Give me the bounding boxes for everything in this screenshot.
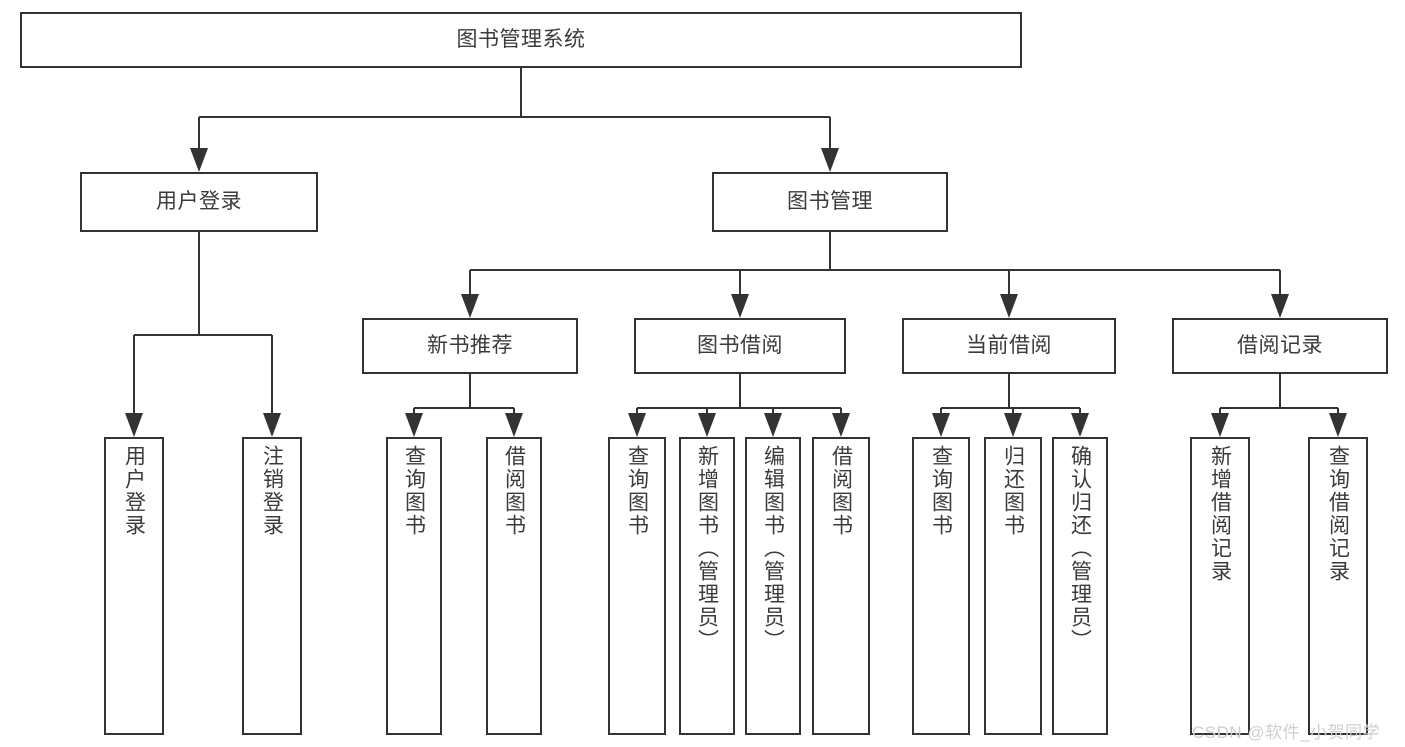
node-label-leaf-query-book-2: 查询图书: [625, 445, 649, 537]
node-new-book-rec[interactable]: 新书推荐: [362, 318, 578, 374]
node-leaf-user-logout[interactable]: 注销登录: [242, 437, 302, 735]
conn-root: [190, 68, 839, 172]
node-user-login[interactable]: 用户登录: [80, 172, 318, 232]
node-leaf-query-book-3[interactable]: 查询图书: [912, 437, 970, 735]
node-label-leaf-borrow-book-2: 借阅图书: [829, 445, 853, 537]
node-label-leaf-confirm-return: 确认归还（管理员）: [1068, 445, 1092, 652]
node-leaf-borrow-book-1[interactable]: 借阅图书: [486, 437, 542, 735]
node-label-new-book-rec: 新书推荐: [427, 333, 513, 357]
conn-book-borrow: [628, 374, 850, 437]
node-label-root: 图书管理系统: [456, 27, 586, 51]
node-label-book-manage: 图书管理: [787, 189, 873, 213]
conn-current-borrow: [932, 374, 1089, 437]
node-label-leaf-return-book: 归还图书: [1001, 445, 1025, 537]
node-leaf-add-book[interactable]: 新增图书（管理员）: [679, 437, 735, 735]
node-label-leaf-edit-book: 编辑图书（管理员）: [761, 445, 785, 652]
node-label-leaf-user-logout: 注销登录: [260, 445, 284, 537]
node-label-leaf-query-book-3: 查询图书: [929, 445, 953, 537]
node-leaf-edit-book[interactable]: 编辑图书（管理员）: [745, 437, 801, 735]
node-label-book-borrow: 图书借阅: [697, 333, 783, 357]
node-label-leaf-borrow-book-1: 借阅图书: [502, 445, 526, 537]
node-label-leaf-user-login: 用户登录: [122, 445, 146, 537]
node-leaf-user-login[interactable]: 用户登录: [104, 437, 164, 735]
node-root[interactable]: 图书管理系统: [20, 12, 1022, 68]
conn-book-manage: [461, 232, 1289, 318]
conn-new-book-rec: [405, 374, 523, 437]
conn-user-login: [125, 232, 281, 437]
node-leaf-query-book-1[interactable]: 查询图书: [386, 437, 442, 735]
node-label-current-borrow: 当前借阅: [966, 333, 1052, 357]
node-book-manage[interactable]: 图书管理: [712, 172, 948, 232]
node-borrow-record[interactable]: 借阅记录: [1172, 318, 1388, 374]
node-leaf-query-book-2[interactable]: 查询图书: [608, 437, 666, 735]
node-label-user-login: 用户登录: [156, 189, 242, 213]
node-label-leaf-query-record: 查询借阅记录: [1326, 445, 1350, 583]
node-leaf-return-book[interactable]: 归还图书: [984, 437, 1042, 735]
node-leaf-query-record[interactable]: 查询借阅记录: [1308, 437, 1368, 735]
node-current-borrow[interactable]: 当前借阅: [902, 318, 1116, 374]
node-leaf-borrow-book-2[interactable]: 借阅图书: [812, 437, 870, 735]
node-label-leaf-add-book: 新增图书（管理员）: [695, 445, 719, 652]
node-label-borrow-record: 借阅记录: [1237, 333, 1323, 357]
node-label-leaf-query-book-1: 查询图书: [402, 445, 426, 537]
node-book-borrow[interactable]: 图书借阅: [634, 318, 846, 374]
node-leaf-add-record[interactable]: 新增借阅记录: [1190, 437, 1250, 735]
node-label-leaf-add-record: 新增借阅记录: [1208, 445, 1232, 583]
node-leaf-confirm-return[interactable]: 确认归还（管理员）: [1052, 437, 1108, 735]
conn-borrow-record: [1211, 374, 1347, 437]
